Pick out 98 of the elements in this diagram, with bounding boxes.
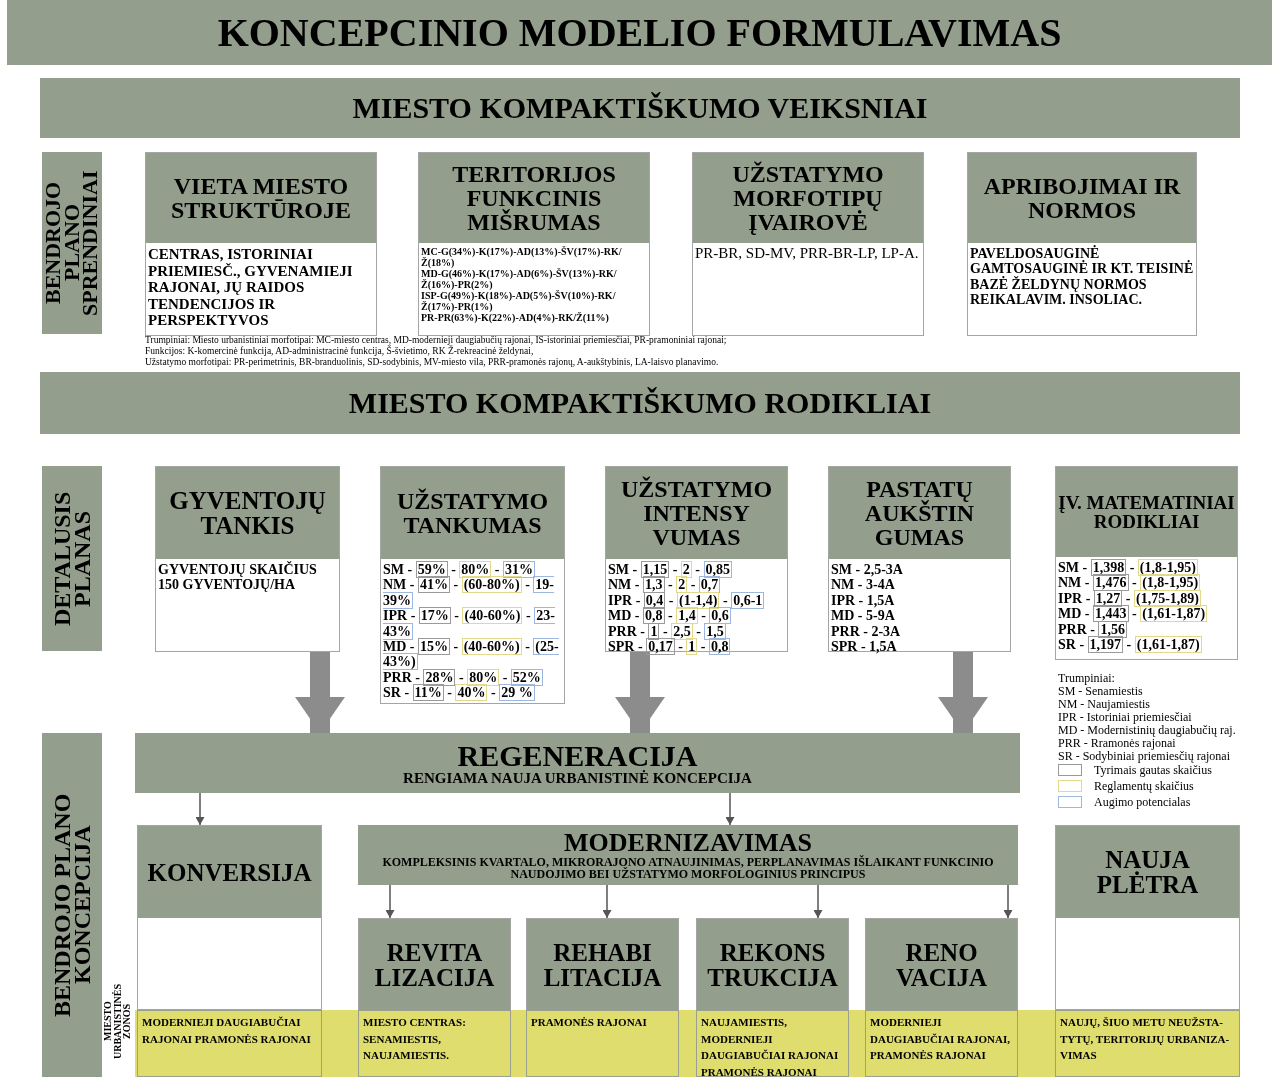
- note-text: NM - Naujamiestis: [1058, 698, 1150, 710]
- block-arrow: [615, 652, 665, 733]
- card-text: MD-G(46%)-K(17%)-AD(6%)-ŠV(13%)-RK/Ž(16%)-PR(2%): [420, 268, 618, 290]
- card: [155, 466, 340, 652]
- legend-text: Augimo potencialas: [1094, 796, 1191, 810]
- note-text: PRR - Rramonės rajonai: [1058, 737, 1176, 749]
- legend-text: Reglamentų skaičius: [1094, 780, 1194, 794]
- card: [1055, 825, 1240, 1010]
- card-heading: REHABI LITACIJA: [527, 919, 678, 1011]
- process-banner: [135, 733, 1020, 793]
- data-row: SM - 1,15 - 2 - 0,85: [606, 562, 787, 578]
- section-banner: KONCEPCINIO MODELIO FORMULAVIMAS: [7, 0, 1272, 65]
- card-text: CENTRAS, ISTORINIAI PRIEMIESČ., GYVENAMIEJI RAJONAI, JŲ RAIDOS TENDENCIJOS IR PERSPEKTYVOS: [147, 246, 354, 329]
- card: [605, 466, 788, 652]
- zone-cell: MODERNIEJI DAUGIABUČIAI RAJONAI, PRAMONĖS RAJONAI: [865, 1010, 1018, 1077]
- card-text: IPR - 1,5A: [830, 592, 896, 609]
- side-label-bar: BENDROJO PLANO SPRENDINIAI: [42, 152, 102, 334]
- data-row-text: NM - 1,476 - (1,8-1,95): [1057, 575, 1202, 591]
- block-arrow: [938, 652, 988, 733]
- card-heading: REVITA LIZACIJA: [359, 919, 510, 1011]
- card-heading: UŽSTATYMO MORFOTIPŲ ĮVAIROVĖ: [693, 153, 923, 243]
- arrow: [385, 884, 395, 919]
- zone-cell: MIESTO CENTRAS: SENAMIESTIS, NAUJAMIESTIS.: [358, 1010, 511, 1077]
- card-text: PAVELDOSAUGINĖ GAMTOSAUGINĖ IR KT. TEISINĖ BAZĖ ŽELDYNŲ NORMOS REIKALAVIM. INSOLIAC.: [969, 246, 1195, 308]
- card: [380, 466, 565, 704]
- card-heading: PASTATŲ AUKŠTIN GUMAS: [829, 467, 1010, 559]
- card-heading: APRIBOJIMAI IR NORMOS: [968, 153, 1196, 243]
- note-text: IPR - Istoriniai priemiesčiai: [1058, 711, 1192, 723]
- card: [145, 152, 377, 336]
- data-row-text: IPR - 0,4 - (1-1,4) - 0,6-1: [607, 592, 766, 609]
- data-row-text: SR - 1,197 - (1,61-1,87): [1057, 636, 1203, 653]
- section-banner: MIESTO KOMPAKTIŠKUMO VEIKSNIAI: [40, 78, 1240, 138]
- arrow: [813, 884, 823, 919]
- note-text: Trumpiniai: Miesto urbanistiniai morfotipai: MC-miesto centras, MD-modernieji daugiabučių rajonai, IS-istoriniai priemiesčiai, PR-pramoniniai rajonai;: [145, 336, 727, 346]
- note-text: SR - Sodybiniai priemiesčių rajonai: [1058, 750, 1230, 762]
- legend-text: Tyrimais gautas skaičius: [1094, 764, 1212, 778]
- card-text: PR-BR, SD-MV, PRR-BR-LP, LP-A.: [694, 246, 920, 261]
- data-row-text: MD - 0,8 - 1,4 - 0,6: [607, 608, 732, 624]
- zone-cell: MODERNIEJI DAUGIABUČIAI RAJONAI PRAMONĖS RAJONAI: [137, 1010, 322, 1077]
- card-heading: RENO VACIJA: [866, 919, 1017, 1011]
- card-text: PRR - 2-3A: [830, 623, 902, 639]
- data-row-text: NM - 1,3 - 2 - 0,7: [607, 577, 722, 593]
- zone-cell: PRAMONĖS RAJONAI: [526, 1010, 679, 1077]
- card-text: MD - 5-9A: [830, 608, 896, 624]
- note-text: SM - Senamiestis: [1058, 685, 1143, 697]
- arrow: [602, 884, 612, 919]
- arrow: [1003, 884, 1013, 919]
- side-label-bar: DETALUSIS PLANAS: [42, 466, 102, 651]
- data-row-text: MD - 15% - (40-60%) - (25-43%): [382, 638, 560, 670]
- data-row-text: SR - 11% - 40% - 29 %: [382, 685, 536, 701]
- data-row-text: SM - 1,398 - (1,8-1,95): [1057, 560, 1199, 576]
- card-text: GYVENTOJŲ SKAIČIUS 150 GYVENTOJŲ/HA: [157, 562, 318, 593]
- arrow: [725, 792, 735, 826]
- zone-cell: NAUJAMIESTIS, MODERNIEJI DAUGIABUČIAI RAJONAI PRAMONĖS RAJONAI: [696, 1010, 849, 1077]
- card-heading: NAUJA PLĖTRA: [1056, 826, 1239, 918]
- data-row-text: PRR - 1 - 2,5 - 1,5: [607, 623, 726, 639]
- note-text: Užstatymo morfotipai: PR-perimetrinis, BR-branduolinis, SD-sodybinis, MV-miesto vila, PRR-pramonės rajonų, A-aukštybinis, LA-laisvo planavimo.: [145, 358, 719, 368]
- card-heading: VIETA MIESTO STRUKTŪROJE: [146, 153, 376, 243]
- process-banner: [358, 825, 1018, 885]
- banner-title: MODERNIZAVIMAS: [563, 830, 813, 856]
- card-heading: ĮV. MATEMATINIAI RODIKLIAI: [1056, 467, 1237, 557]
- card-text: SM - 2,5-3A: [830, 562, 904, 578]
- banner-subtitle: RENGIAMA NAUJA URBANISTINĖ KONCEPCIJA: [402, 770, 753, 786]
- card-heading: UŽSTATYMO TANKUMAS: [381, 467, 564, 559]
- card: [967, 152, 1197, 336]
- card: [692, 152, 924, 336]
- data-row-text: PRR - 28% - 80% - 52%: [382, 669, 544, 686]
- data-row-text: IPR - 17% - (40-60%) - 23-43%: [382, 608, 556, 639]
- card-text: PR-PR(63%)-K(22%)-AD(4%)-RK/Ž(11%): [420, 312, 610, 323]
- card: [137, 825, 322, 1010]
- data-row-text: SPR - 0,17 - 1 - 0,8: [607, 638, 732, 655]
- card-heading: REKONS TRUKCIJA: [697, 919, 848, 1011]
- vertical-label: MIESTO URBANISTINĖS ZONOS: [103, 982, 133, 1061]
- zone-cell: NAUJŲ, ŠIUO METU NEUŽSTA- TYTŲ, TERITORIJŲ URBANIZA- VIMAS: [1055, 1010, 1240, 1077]
- banner-subtitle: KOMPLEKSINIS KVARTALO, MIKRORAJONO ATNAUJINIMAS, PERPLANAVIMAS IŠLAIKANT FUNKCINIO NAUDOJIMO BEI UŽSTATYMO MORFOLOGINIUS PRINCIPUS: [381, 856, 995, 880]
- block-arrow: [295, 652, 345, 733]
- data-row-text: PRR - 1,56: [1057, 621, 1128, 637]
- card-heading: UŽSTATYMO INTENSY VUMAS: [606, 467, 787, 559]
- card: [1055, 466, 1238, 660]
- card-heading: KONVERSIJA: [138, 826, 321, 918]
- data-row: SM - 59% - 80% - 31%: [381, 562, 564, 578]
- card-text: ISP-G(49%)-K(18%)-AD(5%)-ŠV(10%)-RK/Ž(17%)-PR(1%): [420, 290, 617, 312]
- card-text: MC-G(34%)-K(17%)-AD(13%)-ŠV(17%)-RK/Ž(18%): [420, 246, 623, 268]
- side-label-bar: BENDROJO PLANO KONCEPCIJA: [42, 733, 102, 1077]
- card: [418, 152, 650, 336]
- data-row-text: MD - 1,443 - (1,61-1,87): [1057, 606, 1209, 622]
- banner-title: REGENERACIJA: [456, 740, 699, 771]
- card-heading: GYVENTOJŲ TANKIS: [156, 467, 339, 559]
- arrow: [195, 792, 205, 826]
- data-row-text: IPR - 1,27 - (1,75-1,89): [1057, 590, 1202, 607]
- card-text: NM - 3-4A: [830, 577, 896, 593]
- card-heading: TERITORIJOS FUNKCINIS MIŠRUMAS: [419, 153, 649, 243]
- card: [828, 466, 1011, 652]
- note-text: Trumpiniai:: [1058, 672, 1115, 684]
- note-text: MD - Modernistinių daugiabučių raj.: [1058, 724, 1236, 736]
- card-text: SPR - 1,5A: [830, 638, 898, 655]
- data-row-text: NM - 41% - (60-80%) - 19-39%: [382, 577, 556, 609]
- section-banner: MIESTO KOMPAKTIŠKUMO RODIKLIAI: [40, 372, 1240, 434]
